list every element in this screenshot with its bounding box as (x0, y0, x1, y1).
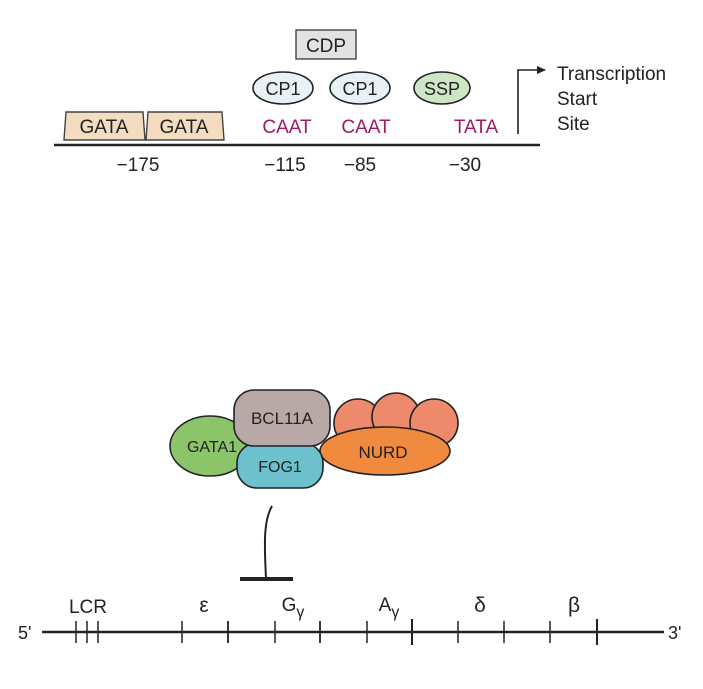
tata-element: TATA (454, 117, 499, 138)
position-175: −175 (117, 155, 160, 176)
epsilon-label: ε (199, 594, 208, 617)
cp1-right-oval (329, 71, 391, 105)
tss-label-line3: Site (557, 114, 590, 135)
gata-box-2 (145, 111, 225, 141)
ssp-label: SSP (424, 79, 460, 99)
position-115: −115 (264, 155, 305, 176)
lcr-label: LCR (69, 597, 107, 618)
a-gamma-letter: A (379, 595, 392, 616)
a-gamma-label: Aγ (379, 595, 400, 621)
bcl11a-label: BCL11A (251, 409, 314, 428)
g-gamma-label: Gγ (282, 595, 305, 621)
fog1-label: FOG1 (258, 459, 302, 476)
tss-arrow (517, 66, 546, 134)
tss-label-line1: Transcription (557, 64, 666, 85)
bcl11a-shape (233, 389, 331, 447)
cp1-left-oval (252, 71, 314, 105)
three-prime-label: 3' (668, 623, 681, 643)
gata1-label: GATA1 (187, 439, 237, 456)
cp1-left-label: CP1 (265, 79, 300, 99)
globin-locus-diagram: NURD GATA1 FOG1 BCL11A 5' 3' LCR (18, 389, 681, 645)
g-gamma-letter: G (282, 595, 297, 616)
cdp-label: CDP (306, 36, 346, 57)
g-gamma-subscript: γ (296, 604, 304, 621)
promoter-diagram: CDP CP1 CP1 SSP GATA GATA CAAT CAAT TATA… (54, 29, 666, 176)
gata-box-1 (63, 111, 146, 141)
a-gamma-subscript: γ (391, 604, 399, 621)
delta-label: δ (474, 594, 486, 617)
repression-tether (263, 505, 273, 579)
cp1-right-label: CP1 (342, 79, 377, 99)
five-prime-label: 5' (18, 623, 31, 643)
caat-element-left: CAAT (262, 117, 312, 138)
gata-label-2: GATA (160, 117, 209, 138)
ssp-oval (413, 71, 471, 105)
nurd-label: NURD (358, 443, 407, 462)
tss-label-line2: Start (557, 89, 598, 110)
beta-label: β (568, 594, 580, 617)
caat-element-right: CAAT (341, 117, 391, 138)
gata-label-1: GATA (80, 117, 129, 138)
position-85: −85 (344, 155, 376, 176)
cdp-box (295, 29, 357, 60)
position-30: −30 (449, 155, 481, 176)
